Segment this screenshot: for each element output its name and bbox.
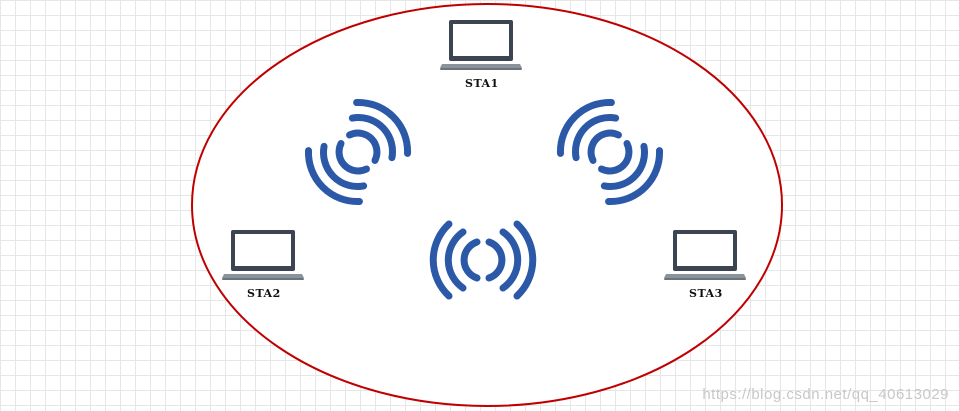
station-label-sta3: STA3 bbox=[689, 287, 723, 300]
wifi-signal-icon-left bbox=[305, 99, 411, 205]
network-boundary bbox=[191, 3, 783, 407]
laptop-icon-sta2 bbox=[222, 230, 304, 280]
wifi-signal-icon-right bbox=[557, 99, 663, 205]
laptop-icon-sta1 bbox=[440, 20, 522, 70]
laptop-icon-sta3 bbox=[664, 230, 746, 280]
station-label-sta1: STA1 bbox=[465, 77, 499, 90]
watermark: https://blog.csdn.net/qq_40613029 bbox=[702, 386, 949, 403]
wifi-signal-icon-center bbox=[429, 220, 537, 300]
station-label-sta2: STA2 bbox=[247, 287, 281, 300]
